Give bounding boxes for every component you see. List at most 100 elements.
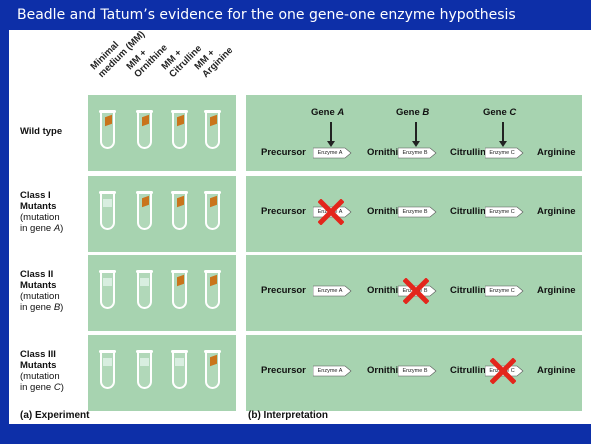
test-tube <box>136 270 153 309</box>
test-tube <box>136 191 153 230</box>
row-label-title: Wild type <box>20 125 63 137</box>
tube-rim <box>99 350 116 353</box>
enzyme-label: Enzyme A <box>317 288 343 294</box>
test-tube <box>171 270 188 309</box>
enzyme-label: Enzyme C <box>489 288 515 294</box>
experiment-label: (a) Experiment <box>20 410 90 421</box>
tube-rim <box>204 110 221 113</box>
test-tube <box>99 191 116 230</box>
row-label-title: Class II <box>20 269 54 280</box>
blocked-x-icon <box>317 198 345 226</box>
growth-mark <box>105 114 112 127</box>
pathway-compound: Ornithine <box>367 365 410 376</box>
experiment-panel <box>88 176 236 252</box>
pathway-compound: Precursor <box>261 285 306 296</box>
medium-liquid <box>140 278 149 286</box>
test-tube <box>171 191 188 230</box>
pathway-compound: Ornithine <box>367 285 410 296</box>
row-label-subtitle: (mutation <box>20 371 60 382</box>
enzyme-label: Enzyme A <box>317 150 343 156</box>
pathway-compound: Arginine <box>537 206 576 217</box>
test-tube <box>99 350 116 389</box>
experiment-panel <box>88 95 236 171</box>
test-tube <box>204 270 221 309</box>
test-tube <box>136 350 153 389</box>
test-tube <box>171 110 188 149</box>
interpretation-panel <box>246 95 582 171</box>
tube-rim <box>99 270 116 273</box>
row-label-title: Mutants <box>20 280 57 291</box>
pathway-compound: Arginine <box>537 365 576 376</box>
column-header: MM +Arginine <box>192 38 235 80</box>
tube-rim <box>136 270 153 273</box>
blocked-x-icon <box>402 277 430 305</box>
test-tube <box>204 191 221 230</box>
interpretation-label: (b) Interpretation <box>248 410 328 421</box>
enzyme-arrow: Enzyme B <box>398 365 437 377</box>
slide-left-border <box>0 0 9 444</box>
gene-label: Gene A <box>311 107 345 118</box>
growth-mark <box>142 114 149 127</box>
enzyme-arrow: Enzyme C <box>485 147 524 159</box>
row-label-subtitle: in gene C) <box>20 382 64 393</box>
row-label: Wild type <box>20 126 84 137</box>
pathway-compound: Ornithine <box>367 147 410 158</box>
gene-arrow-icon <box>327 122 335 147</box>
tube-rim <box>204 191 221 194</box>
enzyme-arrow: Enzyme A <box>313 365 352 377</box>
slide-footer-bar <box>9 424 591 444</box>
row-label-subtitle: in gene B) <box>20 302 64 313</box>
tube-rim <box>171 350 188 353</box>
row-label-subtitle: (mutation <box>20 291 60 302</box>
enzyme-label: Enzyme C <box>489 209 515 215</box>
experiment-panel <box>88 335 236 411</box>
growth-mark <box>210 114 217 127</box>
blocked-x-icon <box>489 357 517 385</box>
enzyme-arrow: Enzyme C <box>485 285 524 297</box>
tube-rim <box>171 270 188 273</box>
tube-rim <box>204 350 221 353</box>
growth-mark <box>210 195 217 208</box>
tube-rim <box>136 350 153 353</box>
tube-rim <box>136 110 153 113</box>
growth-mark <box>177 195 184 208</box>
pathway-compound: Ornithine <box>367 206 410 217</box>
pathway-compound: Precursor <box>261 206 306 217</box>
enzyme-arrow: Enzyme B <box>398 147 437 159</box>
row-label-title: Class III <box>20 349 56 360</box>
pathway-compound: Citrulline <box>450 206 492 217</box>
growth-mark <box>142 195 149 208</box>
pathway-compound: Citrulline <box>450 147 492 158</box>
test-tube <box>204 350 221 389</box>
enzyme-arrow: Enzyme C <box>485 206 524 218</box>
growth-mark <box>177 274 184 287</box>
enzyme-label: Enzyme C <box>489 150 515 156</box>
medium-liquid <box>140 358 149 366</box>
row-label-title: Mutants <box>20 360 57 371</box>
tube-rim <box>136 191 153 194</box>
test-tube <box>99 110 116 149</box>
experiment-panel <box>88 255 236 331</box>
tube-rim <box>99 191 116 194</box>
enzyme-label: Enzyme B <box>402 368 428 374</box>
gene-label: Gene B <box>396 107 430 118</box>
gene-arrow-icon <box>499 122 507 147</box>
tube-rim <box>204 270 221 273</box>
pathway-compound: Citrulline <box>450 285 492 296</box>
pathway-compound: Precursor <box>261 365 306 376</box>
gene-arrow-icon <box>412 122 420 147</box>
pathway-compound: Arginine <box>537 285 576 296</box>
enzyme-arrow: Enzyme A <box>313 285 352 297</box>
row-label-title: Mutants <box>20 201 57 212</box>
gene-label: Gene C <box>483 107 517 118</box>
growth-mark <box>210 274 217 287</box>
enzyme-label: Enzyme B <box>402 150 428 156</box>
enzyme-label: Enzyme A <box>317 368 343 374</box>
row-label-subtitle: in gene A) <box>20 223 64 234</box>
tube-rim <box>171 191 188 194</box>
test-tube <box>204 110 221 149</box>
growth-mark <box>210 354 217 367</box>
tube-rim <box>171 110 188 113</box>
